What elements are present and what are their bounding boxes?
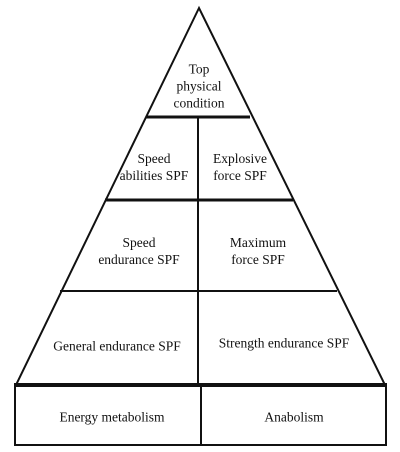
tier4-left-line-1: General endurance SPF	[53, 338, 181, 354]
base-right-line-1: Anabolism	[264, 409, 324, 425]
tier3-left-line-1: Speed	[122, 235, 156, 250]
tier2-left-line-2: abilities SPF	[119, 168, 189, 183]
base-left-line-1: Energy metabolism	[59, 409, 165, 425]
apex-label: Top physical condition	[174, 61, 225, 112]
base-left-label: Energy metabolism	[59, 409, 164, 426]
tier3-right-line-1: Maximum	[229, 235, 287, 250]
tier2-left-label: Speed abilities SPF	[120, 150, 189, 184]
apex-line-3: condition	[173, 95, 225, 111]
apex-line-1: Top	[188, 61, 210, 77]
tier4-left-label: General endurance SPF	[53, 338, 180, 355]
tier4-right-label: Strength endurance SPF	[219, 335, 350, 352]
tier2-right-line-2: force SPF	[213, 168, 267, 183]
apex-line-2: physical	[176, 78, 222, 94]
tier3-right-label: Maximum force SPF	[230, 234, 286, 268]
tier2-right-line-1: Explosive	[213, 151, 267, 166]
tier3-right-line-2: force SPF	[231, 252, 285, 267]
tier3-left-label: Speed endurance SPF	[98, 234, 179, 268]
base-right-label: Anabolism	[264, 409, 323, 426]
tier2-right-label: Explosive force SPF	[213, 150, 267, 184]
tier3-left-line-2: endurance SPF	[98, 252, 180, 267]
tier4-right-line-1: Strength endurance SPF	[218, 335, 350, 351]
tier2-left-line-1: Speed	[137, 151, 171, 166]
